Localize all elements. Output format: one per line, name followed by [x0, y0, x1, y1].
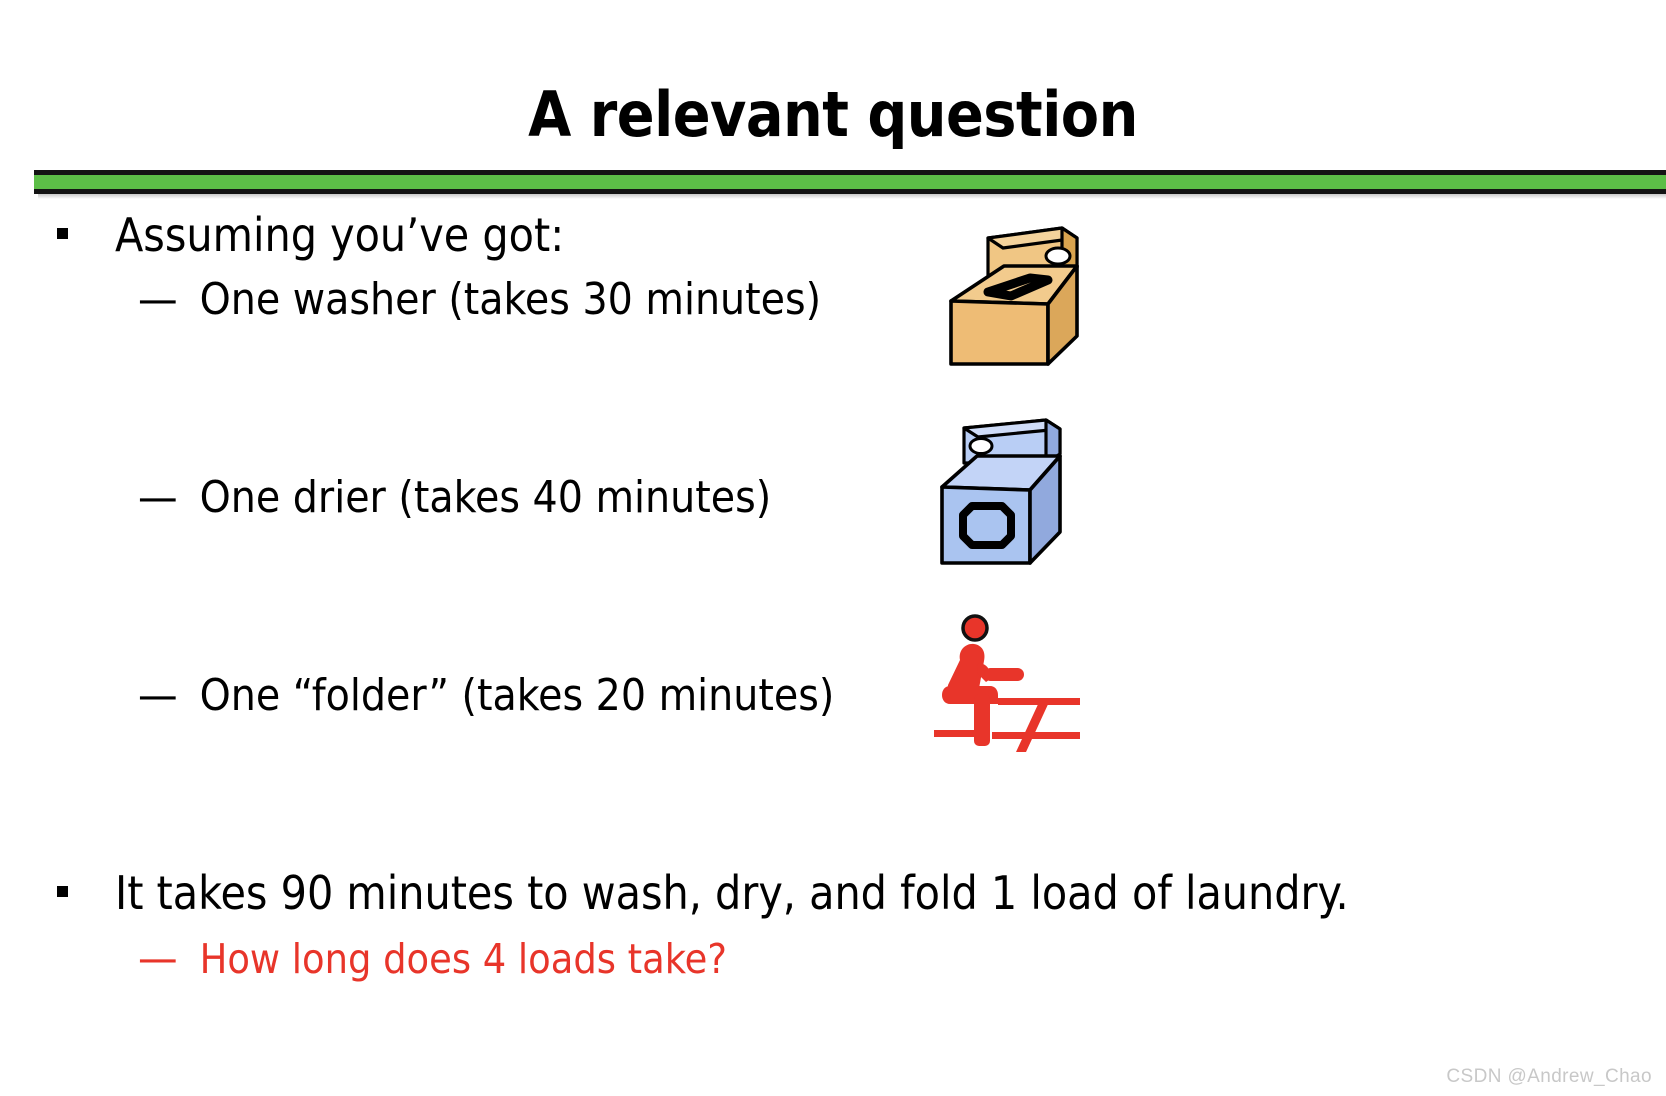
sub-bullet-drier-label: One drier (takes 40 minutes): [199, 472, 772, 523]
sub-bullet-question-label: How long does 4 loads take?: [199, 935, 727, 983]
page-title: A relevant question: [528, 78, 1138, 151]
sub-bullet-folder: — One “folder” (takes 20 minutes): [138, 674, 834, 718]
sub-bullet-drier: — One drier (takes 40 minutes): [138, 476, 771, 520]
bullet-assuming: Assuming you’ve got:: [57, 212, 564, 258]
folder-person-icon: [930, 612, 1080, 752]
washer-icon: [936, 216, 1086, 366]
drier-icon: [934, 410, 1084, 565]
square-bullet-icon: [57, 886, 68, 897]
title-accent-bar-shadow: [38, 194, 1666, 199]
dash-bullet-icon: —: [138, 670, 178, 721]
sub-bullet-washer: — One washer (takes 30 minutes): [138, 278, 821, 322]
square-bullet-icon: [57, 228, 68, 239]
dash-bullet-icon: —: [138, 274, 178, 325]
sub-bullet-washer-label: One washer (takes 30 minutes): [199, 274, 822, 325]
bullet-total-time-label: It takes 90 minutes to wash, dry, and fo…: [115, 866, 1349, 920]
bullet-assuming-label: Assuming you’ve got:: [115, 208, 565, 262]
dash-bullet-icon: —: [138, 933, 178, 984]
dash-bullet-icon: —: [138, 472, 178, 523]
title-accent-bar: [34, 170, 1666, 194]
csdn-watermark: CSDN @Andrew_Chao: [1446, 1066, 1652, 1087]
sub-bullet-folder-label: One “folder” (takes 20 minutes): [199, 670, 835, 721]
bullet-total-time: It takes 90 minutes to wash, dry, and fo…: [57, 870, 1349, 916]
sub-bullet-question: — How long does 4 loads take?: [138, 937, 727, 981]
